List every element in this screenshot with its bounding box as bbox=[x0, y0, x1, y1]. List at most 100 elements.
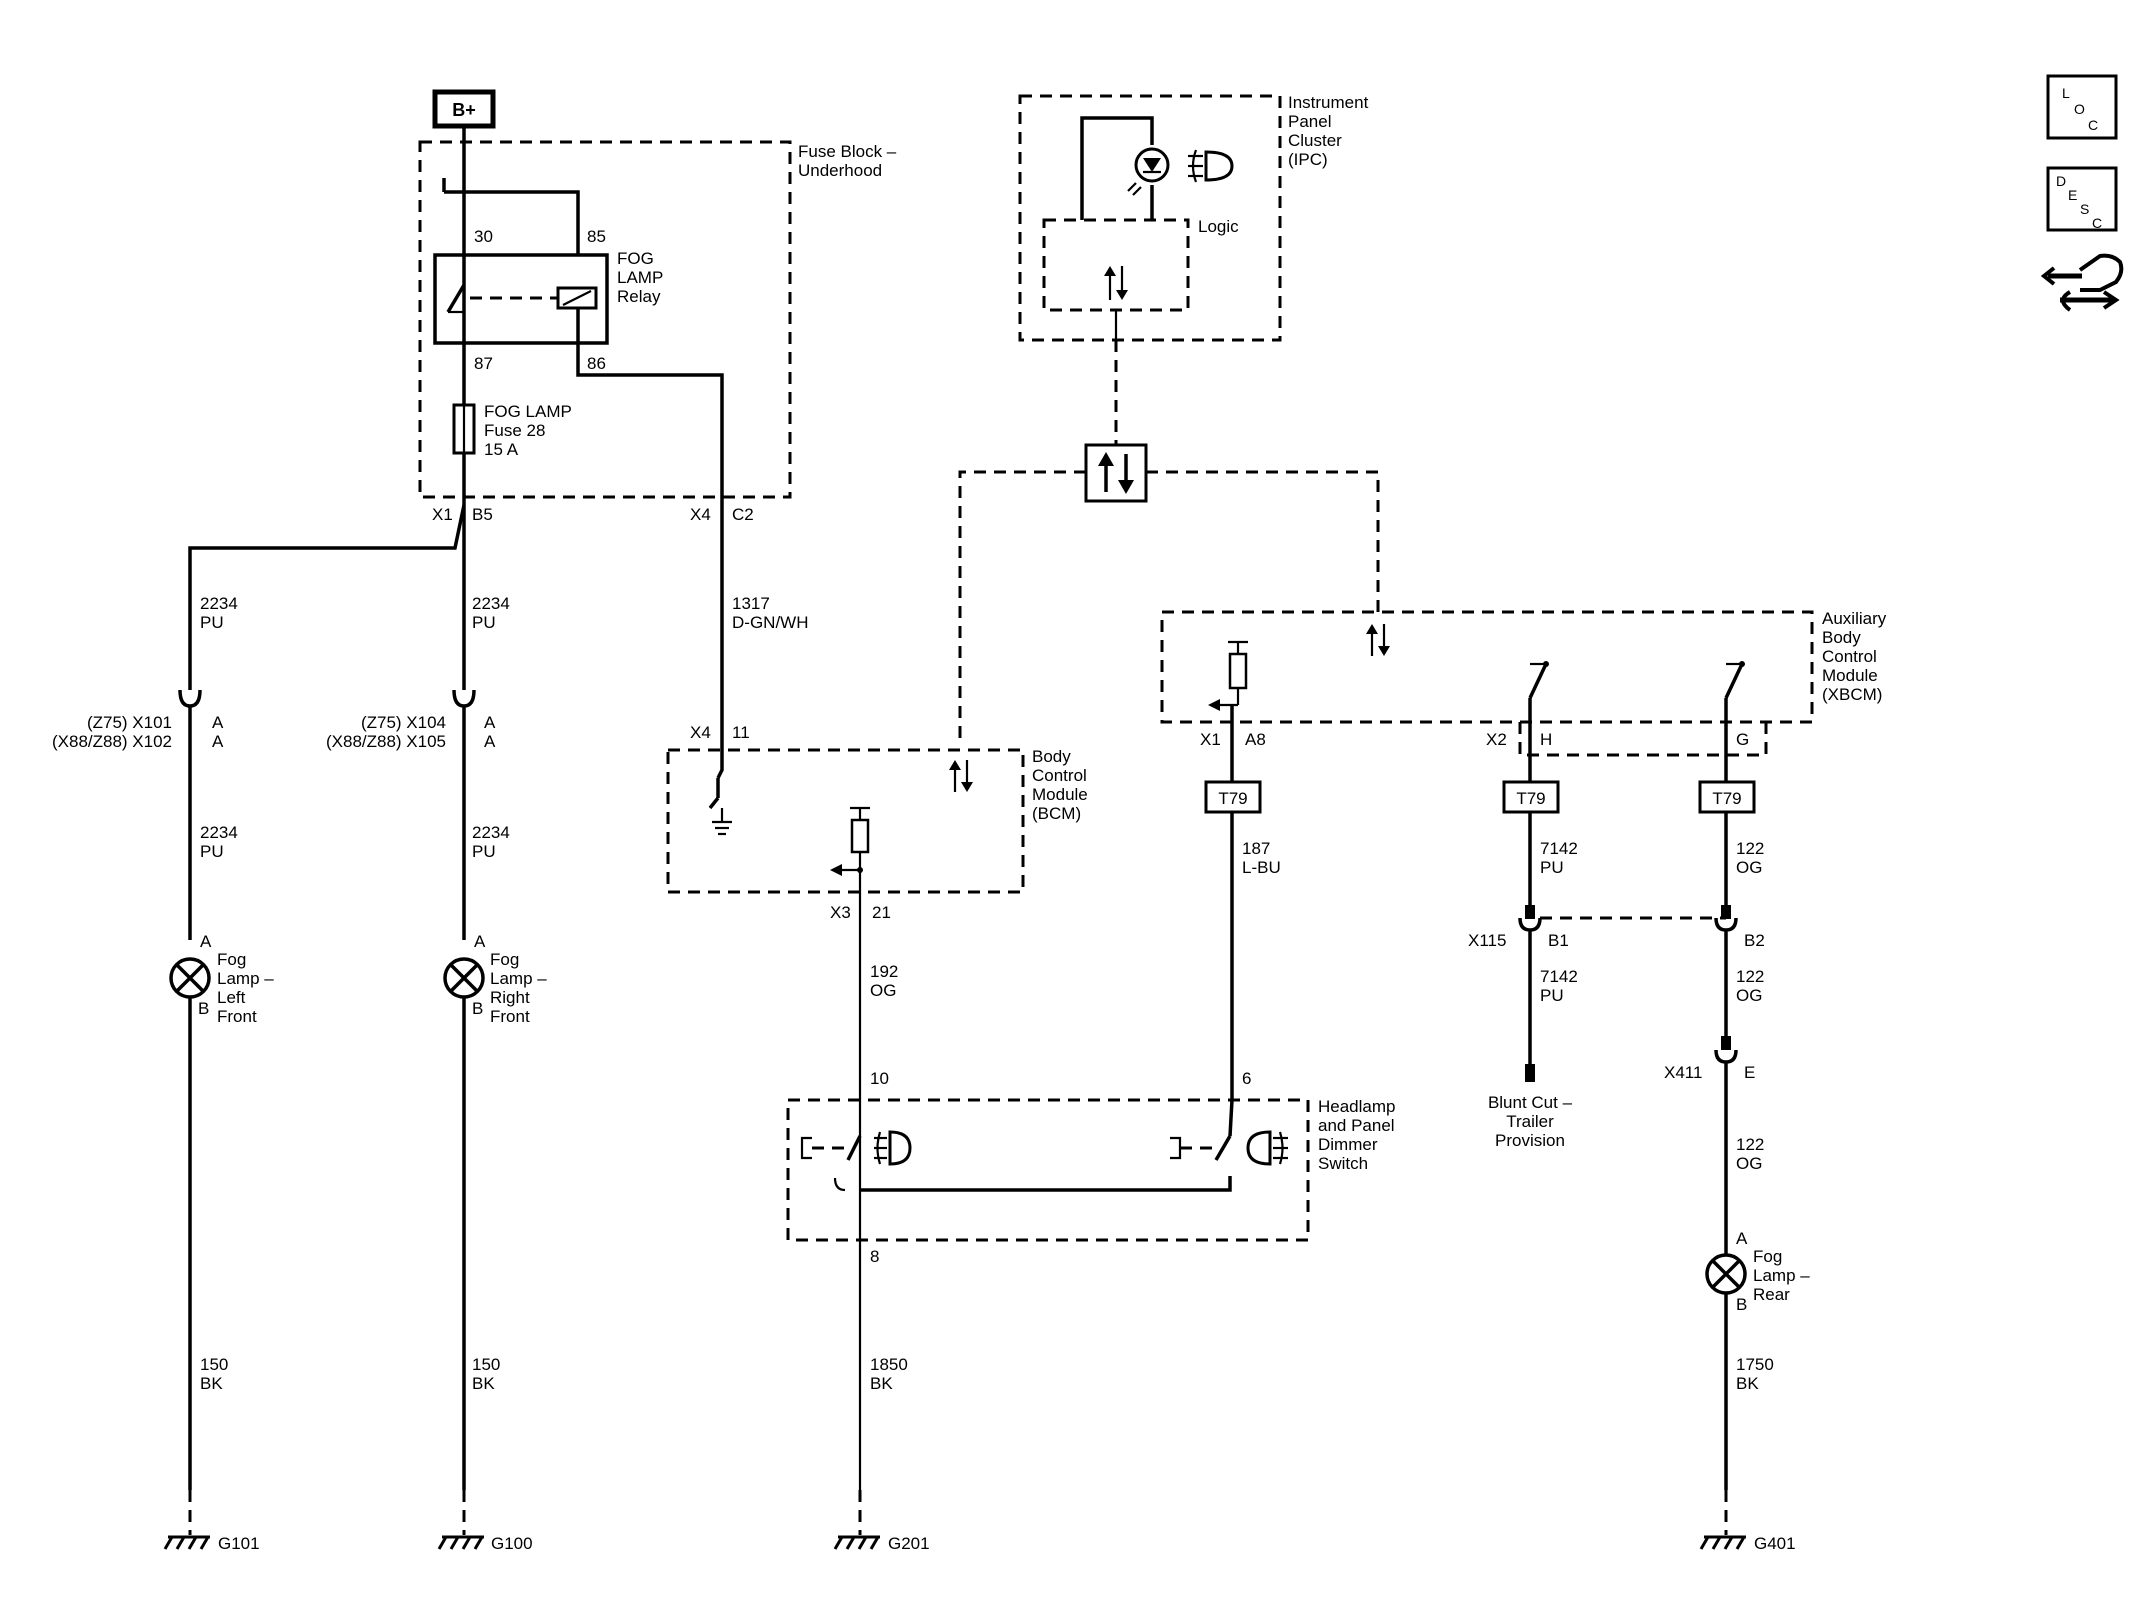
desc-icon-d: D bbox=[2056, 173, 2066, 189]
fog-lamp-fuse: FOG LAMP Fuse 28 15 A bbox=[452, 402, 572, 459]
lamp-rear-icon bbox=[1705, 1253, 1747, 1295]
relay-label-1: FOG bbox=[617, 249, 654, 268]
instrument-panel-cluster: Instrument Panel Cluster (IPC) Logic bbox=[1018, 93, 1369, 342]
connector-x102-pin: A bbox=[212, 732, 224, 751]
wire-2234-rf-b: 2234 bbox=[472, 823, 510, 842]
indicator-led-icon bbox=[1127, 147, 1170, 196]
lamp-rf-label-4: Front bbox=[490, 1007, 530, 1026]
wire-dgnwh: D-GN/WH bbox=[732, 613, 808, 632]
connector-x115: X115 bbox=[1468, 931, 1506, 950]
wire-2234-lf-b: 2234 bbox=[200, 823, 238, 842]
connector-x104-pin: A bbox=[484, 713, 496, 732]
lamp-rear-label-2: Lamp – bbox=[1753, 1266, 1810, 1285]
ground-g401-icon bbox=[1699, 1535, 1746, 1550]
wire-7142-a: 7142 bbox=[1540, 839, 1578, 858]
fog-lamp-relay: 30 85 87 86 FOG LAMP Relay bbox=[433, 227, 663, 373]
wire-2234-rf-a: 2234 bbox=[472, 594, 510, 613]
xbcm-label-3: Control bbox=[1822, 647, 1877, 666]
switch-label-1: Headlamp bbox=[1318, 1097, 1396, 1116]
switch-label-3: Dimmer bbox=[1318, 1135, 1378, 1154]
connector-x102: (X88/Z88) X102 bbox=[52, 732, 172, 751]
xbcm-pin-h: H bbox=[1540, 730, 1552, 749]
wire-og-122-c: OG bbox=[1736, 1154, 1762, 1173]
wire-bk-lf: BK bbox=[200, 1374, 223, 1393]
ground-g100-icon bbox=[437, 1535, 484, 1550]
connector-x411: X411 bbox=[1664, 1063, 1702, 1082]
wire-pu-7142-b: PU bbox=[1540, 986, 1564, 1005]
bcm-pin-x3: X3 bbox=[830, 903, 851, 922]
relay-pin-86: 86 bbox=[587, 354, 606, 373]
ipc-label-4: (IPC) bbox=[1288, 150, 1328, 169]
switch-label-2: and Panel bbox=[1318, 1116, 1395, 1135]
description-view-button[interactable]: D E S C bbox=[2046, 166, 2118, 232]
wire-122-b: 122 bbox=[1736, 967, 1764, 986]
lamp-rf-pin-a: A bbox=[474, 932, 486, 951]
fuse-block-underhood: Fuse Block – Underhood bbox=[418, 140, 897, 499]
xbcm-pin-a8: A8 bbox=[1245, 730, 1266, 749]
xbcm-driver-icon bbox=[1208, 640, 1248, 711]
location-view-button[interactable]: L O C bbox=[2046, 74, 2118, 140]
fuse-label-1: FOG LAMP bbox=[484, 402, 572, 421]
t79-label-h: T79 bbox=[1516, 789, 1545, 808]
bcm-data-arrows-icon bbox=[949, 760, 973, 792]
wire-bk-rf: BK bbox=[472, 1374, 495, 1393]
fuse-block-label-2: Underhood bbox=[798, 161, 882, 180]
t79-tag-h: T79 bbox=[1502, 780, 1560, 814]
relay-label-2: LAMP bbox=[617, 268, 663, 287]
blunt-cut-label-1: Blunt Cut – bbox=[1488, 1093, 1573, 1112]
wire-1317: 1317 bbox=[732, 594, 770, 613]
wire-2234-lf-a: 2234 bbox=[200, 594, 238, 613]
connector-x104: (Z75) X104 bbox=[361, 713, 446, 732]
front-fog-switch-icon bbox=[874, 1130, 912, 1166]
wire-pu-rf-a: PU bbox=[472, 613, 496, 632]
wire-pu-7142-a: PU bbox=[1540, 858, 1564, 877]
relay-pin-87: 87 bbox=[474, 354, 493, 373]
connector-b2: B2 bbox=[1744, 931, 1765, 950]
battery-supply: B+ bbox=[432, 89, 496, 129]
lamp-rear-label-3: Rear bbox=[1753, 1285, 1790, 1304]
bcm-label-1: Body bbox=[1032, 747, 1071, 766]
fb-connector-x4: X4 bbox=[690, 505, 711, 524]
xbcm-pin-x2: X2 bbox=[1486, 730, 1507, 749]
wire-1850: 1850 bbox=[870, 1355, 908, 1374]
switch-pin-6: 6 bbox=[1242, 1069, 1251, 1088]
wire-og-122-b: OG bbox=[1736, 986, 1762, 1005]
fuse-block-label-1: Fuse Block – bbox=[798, 142, 897, 161]
loc-icon-l: L bbox=[2062, 85, 2070, 101]
t79-label-a8: T79 bbox=[1218, 789, 1247, 808]
bcm-pin-x4: X4 bbox=[690, 723, 711, 742]
headlamp-dimmer-switch: Headlamp and Panel Dimmer Switch bbox=[786, 1097, 1396, 1242]
wire-150-lf: 150 bbox=[200, 1355, 228, 1374]
bcm-label-2: Control bbox=[1032, 766, 1087, 785]
lamp-rf-pin-b: B bbox=[472, 999, 483, 1018]
fb-connector-c2: C2 bbox=[732, 505, 754, 524]
xbcm-pin-x1: X1 bbox=[1200, 730, 1221, 749]
switch-pin-10: 10 bbox=[870, 1069, 889, 1088]
rear-fog-switch-icon bbox=[1246, 1130, 1288, 1166]
lamp-lf-label-3: Left bbox=[217, 988, 246, 1007]
t79-tag-g: T79 bbox=[1698, 780, 1756, 814]
xbcm-label-4: Module bbox=[1822, 666, 1878, 685]
wire-og-122-a: OG bbox=[1736, 858, 1762, 877]
blunt-cut-label-2: Trailer bbox=[1506, 1112, 1554, 1131]
wire-122-c: 122 bbox=[1736, 1135, 1764, 1154]
lamp-rear-pin-b: B bbox=[1736, 1295, 1747, 1314]
lamp-rf-label-1: Fog bbox=[490, 950, 519, 969]
connector-repair-icon[interactable] bbox=[2040, 253, 2124, 312]
connector-x105: (X88/Z88) X105 bbox=[326, 732, 446, 751]
connector-x105-pin: A bbox=[484, 732, 496, 751]
relay-pin-85: 85 bbox=[587, 227, 606, 246]
connector-x101: (Z75) X101 bbox=[87, 713, 172, 732]
switch-pin-8: 8 bbox=[870, 1247, 879, 1266]
ground-g101-icon bbox=[163, 1535, 210, 1550]
t79-label-g: T79 bbox=[1712, 789, 1741, 808]
wire-1750: 1750 bbox=[1736, 1355, 1774, 1374]
wire-pu-rf-b: PU bbox=[472, 842, 496, 861]
bcm-label-3: Module bbox=[1032, 785, 1088, 804]
wire-pu-lf-b: PU bbox=[200, 842, 224, 861]
ipc-label-1: Instrument bbox=[1288, 93, 1369, 112]
ground-g201-icon bbox=[833, 1535, 880, 1550]
wire-192: 192 bbox=[870, 962, 898, 981]
desc-icon-s: S bbox=[2080, 201, 2089, 217]
